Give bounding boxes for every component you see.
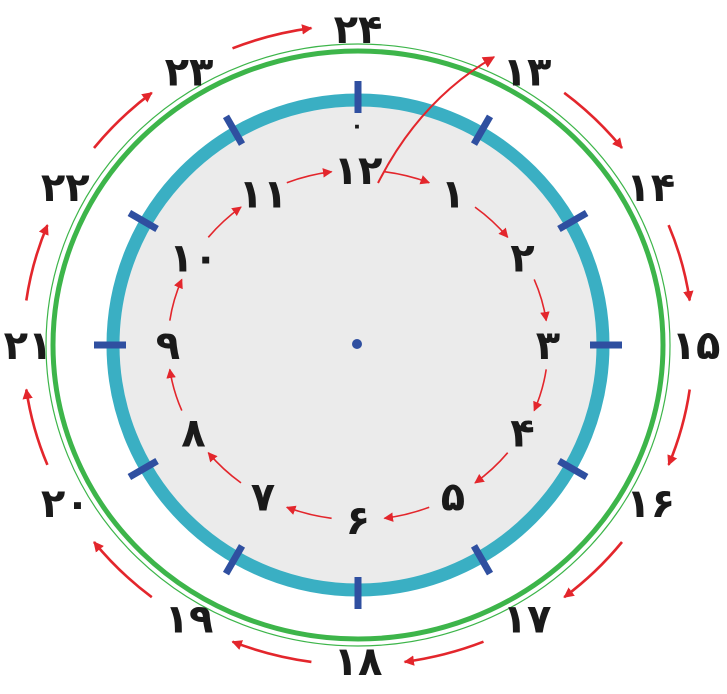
- inner-number: ٧: [251, 475, 275, 521]
- inner-number: ١٠: [169, 236, 218, 282]
- hour-ticks: [94, 81, 622, 609]
- inner-number: ١: [441, 171, 465, 217]
- direction-arrow: [403, 640, 484, 666]
- direction-arrow: [533, 279, 550, 322]
- outer-number: ٢٣: [165, 49, 214, 95]
- inner-number: ۶: [346, 498, 370, 544]
- direction-arrow: [22, 388, 49, 466]
- direction-arrow: [231, 640, 312, 664]
- hour-tick: [222, 114, 246, 146]
- outer-ring: [50, 48, 666, 642]
- direction-arrow: [563, 91, 624, 149]
- center-dot: [352, 339, 362, 349]
- inner-arrows: [166, 168, 550, 522]
- outer-number: ١۴: [626, 165, 675, 211]
- inner-number: ۵: [441, 475, 465, 521]
- direction-arrow: [667, 224, 694, 302]
- direction-arrow: [207, 451, 242, 484]
- outer-ring-thin: [45, 43, 671, 647]
- direction-arrow: [474, 206, 509, 239]
- hour-tick: [222, 544, 246, 576]
- direction-arrow: [166, 368, 183, 411]
- direction-arrow: [563, 541, 624, 599]
- outer-number: ١٣: [503, 49, 552, 95]
- hour-tick: [557, 457, 589, 481]
- inner-number: ٢: [510, 236, 534, 282]
- zero-label: ٠: [350, 114, 363, 139]
- direction-arrow: [384, 170, 431, 185]
- inner-number: ٩: [156, 323, 180, 369]
- outer-arrows: [22, 24, 694, 666]
- outer-number: ٢٠: [41, 481, 90, 527]
- inner-number: ۴: [510, 411, 534, 457]
- hour-tick: [127, 457, 159, 481]
- direction-arrow: [383, 506, 430, 522]
- outer-number: ١٨: [334, 639, 383, 685]
- direction-arrow: [169, 278, 183, 321]
- direction-arrow: [533, 369, 547, 412]
- arrow-12-to-13: [377, 56, 496, 184]
- hour-tick: [470, 544, 494, 576]
- direction-arrow: [92, 91, 153, 149]
- outer-number: ١۵: [672, 323, 721, 369]
- direction-arrow: [207, 206, 242, 238]
- outer-number: ٢٢: [41, 165, 90, 211]
- direction-arrow: [92, 541, 153, 599]
- hour-tick: [470, 114, 494, 146]
- outer-number: ٢١: [4, 323, 53, 369]
- inner-number: ١١: [239, 171, 288, 217]
- direction-arrow: [286, 168, 333, 184]
- direction-arrow: [232, 24, 313, 50]
- direction-arrow: [25, 224, 49, 301]
- outer-number: ١٩: [165, 597, 214, 643]
- inner-number: ٣: [536, 323, 560, 369]
- outer-number: ١٧: [503, 597, 552, 643]
- direction-arrow: [667, 389, 691, 466]
- outer-number: ١۶: [626, 481, 675, 527]
- direction-arrow: [474, 452, 509, 484]
- hour-tick: [127, 209, 159, 233]
- inner-number: ١٢: [334, 148, 383, 194]
- hour-tick: [557, 209, 589, 233]
- inner-number: ٨: [181, 411, 205, 457]
- outer-number: ٢۴: [334, 7, 383, 53]
- direction-arrow: [285, 505, 332, 520]
